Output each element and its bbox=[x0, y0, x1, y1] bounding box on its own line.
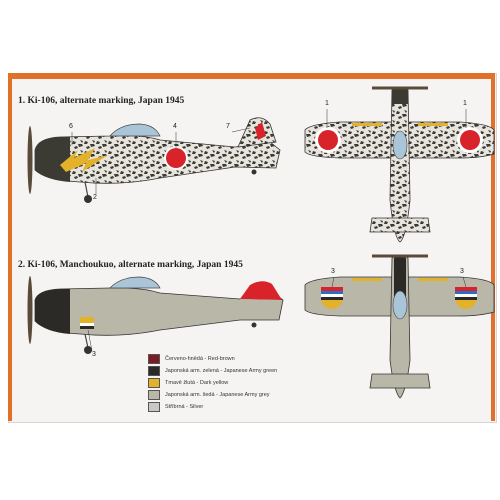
callout-1-right: 1 bbox=[463, 100, 467, 107]
plate2-title: 2. Ki-106, Manchoukuo, alternate marking… bbox=[18, 260, 243, 270]
legend-label: Stříbrná - Silver bbox=[165, 403, 204, 410]
legend-swatch bbox=[148, 389, 160, 400]
callout-3-left: 3 bbox=[331, 268, 335, 275]
legend-item: Tmavě žlutá - Dark yellow bbox=[148, 377, 348, 388]
legend-swatch bbox=[148, 365, 160, 376]
legend-item: Stříbrná - Silver bbox=[148, 401, 348, 412]
callout-leaders bbox=[71, 109, 467, 352]
callout-3-side: 3 bbox=[92, 351, 96, 358]
legend-label: Tmavě žlutá - Dark yellow bbox=[165, 379, 229, 386]
plate1-title: 1. Ki-106, alternate marking, Japan 1945 bbox=[18, 96, 185, 106]
legend-item: Japonská arm. šedá - Japanese Army grey bbox=[148, 389, 348, 400]
frame-border-top bbox=[8, 73, 495, 79]
plate1-side-view bbox=[27, 117, 281, 203]
legend-item: Červeno-hnědá - Red-brown bbox=[148, 353, 348, 364]
legend-swatch bbox=[148, 401, 160, 412]
legend-item: Japonská arm. zelená - Japanese Army gre… bbox=[148, 365, 348, 376]
callout-4: 4 bbox=[173, 123, 177, 130]
callout-7: 7 bbox=[226, 123, 230, 130]
legend-label: Japonská arm. zelená - Japanese Army gre… bbox=[165, 367, 278, 374]
plate2-top-view bbox=[304, 254, 495, 399]
callout-3-right: 3 bbox=[460, 268, 464, 275]
plate2-side-view bbox=[27, 276, 284, 354]
legend-label: Japonská arm. šedá - Japanese Army grey bbox=[165, 391, 270, 398]
legend-swatch bbox=[148, 353, 160, 364]
color-legend: Červeno-hnědá - Red-brown Japonská arm. … bbox=[148, 353, 348, 413]
callout-1-left: 1 bbox=[325, 100, 329, 107]
frame-border-left bbox=[8, 73, 12, 421]
legend-label: Červeno-hnědá - Red-brown bbox=[165, 355, 235, 362]
legend-swatch bbox=[148, 377, 160, 388]
plate1-top-view bbox=[304, 86, 495, 243]
callout-6: 6 bbox=[69, 123, 73, 130]
callout-2: 2 bbox=[93, 194, 97, 201]
frame-border-right bbox=[491, 73, 495, 421]
